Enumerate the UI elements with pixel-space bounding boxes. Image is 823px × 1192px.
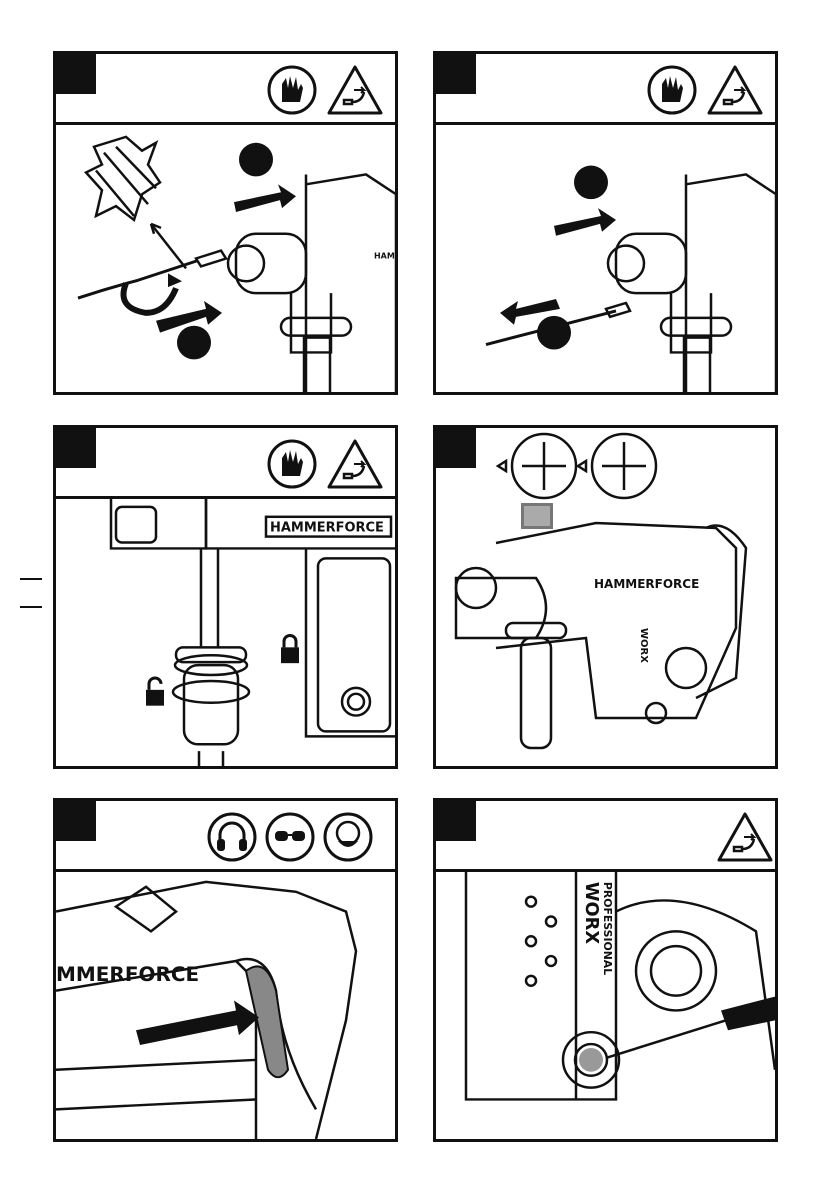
panel-4: HAMMERFORCE WORX [433,425,778,769]
panel-1: HAMMERFORCE [53,51,398,395]
step-number-box [56,54,96,94]
hammerforce-label: HAMMERFORCE [374,252,395,261]
panel-header [436,801,775,872]
worx-label: WORX [581,882,602,944]
illustration-side-handle: HAMMERFORCE [56,499,395,766]
step-number-box [436,54,476,94]
unplug-warning-icon [326,64,384,116]
worx-label: WORX [638,628,649,663]
unlock-icon [146,678,164,706]
eye-protection-icon [264,811,316,863]
panel-header [56,54,395,125]
illustration-mode-selector: HAMMERFORCE WORX [436,428,775,766]
dust-mask-icon [322,811,374,863]
gloves-icon [646,64,698,116]
step-number-box [56,801,96,841]
illustration-bit-insertion: HAMMERFORCE [56,125,395,392]
illustration-brush-cap: WORX PROFESSIONAL [436,872,775,1139]
panel-5: MMERFORCE [53,798,398,1142]
panel-3: HAMMERFORCE [53,425,398,769]
step-number-box [436,801,476,841]
unplug-warning-icon [716,811,774,863]
illustration-bit-removal [436,125,775,392]
margin-mark [20,578,42,580]
unplug-warning-icon [706,64,764,116]
panel-header [56,428,395,499]
panel-2 [433,51,778,395]
hammerforce-label: HAMMERFORCE [270,521,384,536]
hammerforce-label: HAMMERFORCE [594,577,699,591]
surface-material-icon [521,503,553,529]
panel-header [56,801,395,872]
panel-header [436,54,775,125]
panel-6: WORX PROFESSIONAL [433,798,778,1142]
gloves-icon [266,438,318,490]
ear-protection-icon [206,811,258,863]
gloves-icon [266,64,318,116]
professional-label: PROFESSIONAL [601,882,614,975]
lock-icon [281,635,299,663]
margin-mark [20,606,42,608]
step-number-box [56,428,96,468]
hammerforce-label: MMERFORCE [56,963,199,986]
unplug-warning-icon [326,438,384,490]
illustration-trigger: MMERFORCE [56,872,395,1139]
